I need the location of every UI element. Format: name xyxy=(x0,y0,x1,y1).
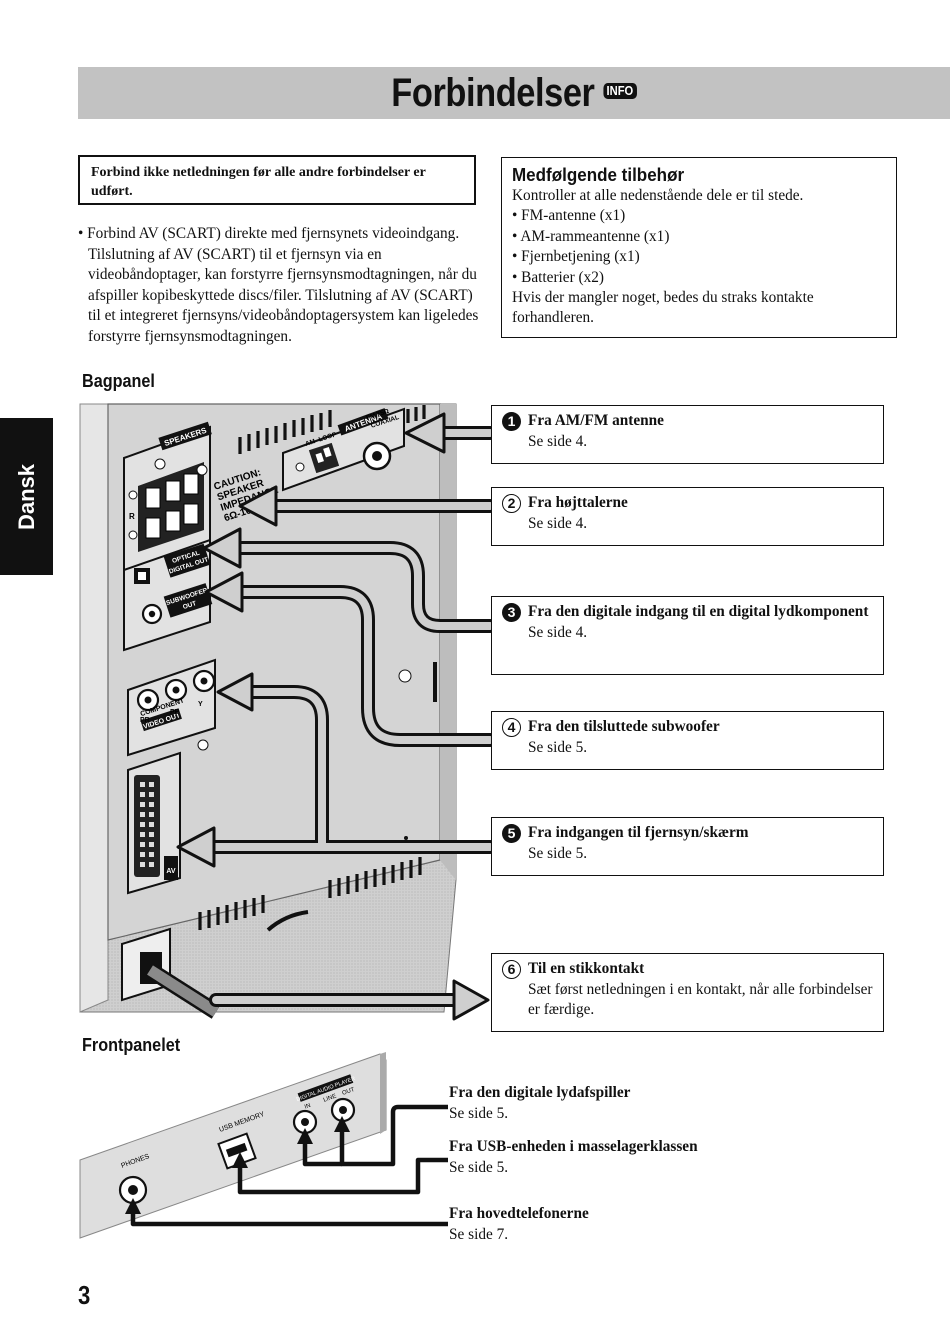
front-label-text: Se side 5. xyxy=(449,1158,509,1176)
callout-power: 6 Til en stikkontakt Sæt først netlednin… xyxy=(491,953,884,1032)
page-number: 3 xyxy=(78,1280,91,1310)
front-label-text: Se side 5. xyxy=(449,1104,509,1122)
rear-panel-heading: Bagpanel xyxy=(82,371,155,391)
accessories-box: Medfølgende tilbehør Kontroller at alle … xyxy=(501,157,897,338)
warning-box: Forbind ikke netledningen før alle andre… xyxy=(78,155,476,205)
arrow-head-5b xyxy=(216,672,254,712)
line-out-label: OUT xyxy=(342,1087,356,1097)
top-vents xyxy=(238,410,332,454)
arrow-head-2 xyxy=(238,485,278,527)
callout-title: Fra indgangen til fjernsyn/skærm xyxy=(528,824,749,841)
arrow-head-dap-in xyxy=(297,1128,313,1144)
am-label: AM xyxy=(304,438,316,448)
callout-antenna: 1 Fra AM/FM antenne Se side 4. xyxy=(491,405,884,464)
front-label-phones: Fra hovedtelefonerne Se side 7. xyxy=(449,1204,589,1245)
info-badge: INFO xyxy=(603,83,637,100)
accessories-footer: Hvis der mangler noget, bedes du straks … xyxy=(512,289,814,327)
callout-number: 2 xyxy=(502,494,521,513)
arrow-head-1 xyxy=(404,412,446,454)
arrow-head-6 xyxy=(452,979,490,1021)
callout-subwoofer: 4 Fra den tilsluttede subwoofer Se side … xyxy=(491,711,884,770)
callout-title: Fra AM/FM antenne xyxy=(528,412,664,429)
accessories-title: Medfølgende tilbehør xyxy=(512,164,685,185)
callout-number: 1 xyxy=(502,412,521,431)
callout-text: Se side 4. xyxy=(528,432,588,450)
accessory-item: • Batterier (x2) xyxy=(512,268,604,286)
accessories-intro: Kontroller at alle nedenstående dele er … xyxy=(512,187,804,204)
callout-text: Se side 5. xyxy=(528,844,588,862)
callout-title: Fra den digitale indgang til en digital … xyxy=(528,603,869,620)
front-label-title: Fra hovedtelefonerne xyxy=(449,1205,589,1222)
av-label: AV xyxy=(166,868,176,875)
front-panel-illustration: PHONES USB MEMORY DIGITAL AUDIO PLAYER I… xyxy=(79,1052,448,1239)
callout-digital: 3 Fra den digitale indgang til en digita… xyxy=(491,596,884,675)
callout-number: 5 xyxy=(502,824,521,843)
line-in-label: IN xyxy=(304,1103,312,1111)
arrow-head-dap-out xyxy=(334,1116,350,1132)
arrow-head-5 xyxy=(176,826,216,868)
subwoofer-out-label: OUT xyxy=(182,600,197,611)
callout-title: Fra den tilsluttede subwoofer xyxy=(528,718,720,735)
callout-number: 6 xyxy=(502,960,521,979)
pb-label: PB xyxy=(170,709,180,716)
front-label-dap: Fra den digitale lydafspiller Se side 5. xyxy=(449,1083,630,1124)
y-label: Y xyxy=(198,701,203,708)
accessory-item: • FM-antenne (x1) xyxy=(512,207,626,225)
arrow-head-4 xyxy=(204,571,244,613)
callout-speakers: 2 Fra højttalerne Se side 4. xyxy=(491,487,884,546)
bottom-vents xyxy=(198,857,422,930)
front-label-usb: Fra USB-enheden i masselagerklassen Se s… xyxy=(449,1137,698,1178)
accessory-item: • Fjernbetjening (x1) xyxy=(512,248,640,266)
callout-title: Til en stikkontakt xyxy=(528,960,645,977)
arrow-head-phones xyxy=(125,1198,141,1214)
front-label-text: Se side 7. xyxy=(449,1225,509,1243)
callout-title: Fra højttalerne xyxy=(528,494,628,511)
front-panel-heading: Frontpanelet xyxy=(82,1035,181,1055)
callout-number: 4 xyxy=(502,718,521,737)
scart-note: • Forbind AV (SCART) direkte med fjernsy… xyxy=(78,225,479,345)
line-label: LINE xyxy=(323,1094,338,1104)
arrow-head-usb xyxy=(232,1152,248,1168)
right-channel-label: R xyxy=(129,512,135,521)
front-label-title: Fra USB-enheden i masselagerklassen xyxy=(449,1138,698,1155)
language-tab: Dansk xyxy=(0,418,53,575)
accessory-item: • AM-rammeantenne (x1) xyxy=(512,227,670,245)
callout-text: Sæt først netledningen i en kontakt, når… xyxy=(528,980,873,1019)
front-label-title: Fra den digitale lydafspiller xyxy=(449,1084,631,1101)
pr-label: PR xyxy=(140,717,150,724)
callout-text: Se side 4. xyxy=(528,514,588,532)
arrow-head-3 xyxy=(202,527,242,569)
callout-number: 3 xyxy=(502,603,521,622)
callout-tv: 5 Fra indgangen til fjernsyn/skærm Se si… xyxy=(491,817,884,876)
callout-text: Se side 5. xyxy=(528,738,588,756)
callout-text: Se side 4. xyxy=(528,623,588,641)
